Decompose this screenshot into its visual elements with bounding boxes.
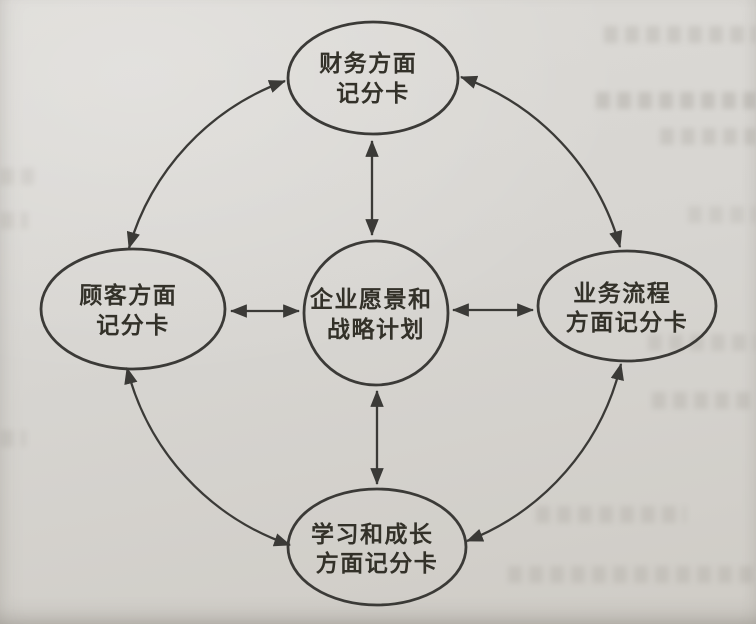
- node-business-process-line2: 方面记分卡: [566, 309, 689, 336]
- node-business-process-ellipse: [536, 249, 718, 363]
- node-financial-label: 财务方面 记分卡: [319, 50, 427, 107]
- node-vision-strategy-line2: 战略计划: [327, 316, 425, 343]
- arrow-learning-growth-customer: [124, 367, 291, 547]
- node-vision-strategy-label: 企业愿景和 战略计划: [309, 286, 442, 343]
- node-learning-growth-label: 学习和成长 方面记分卡: [311, 521, 443, 577]
- node-financial-ellipse: [286, 20, 460, 136]
- node-learning-growth-line2: 方面记分卡: [316, 550, 439, 577]
- node-business-process-label: 业务流程 方面记分卡: [566, 280, 689, 336]
- node-financial-line2: 记分卡: [336, 81, 410, 107]
- arrow-business-process-learning-growth: [466, 363, 624, 543]
- node-customer-ellipse: [39, 247, 227, 371]
- node-business-process: 业务流程 方面记分卡: [536, 249, 718, 363]
- node-customer-label: 顾客方面 记分卡: [79, 282, 187, 339]
- node-learning-growth: 学习和成长 方面记分卡: [286, 487, 468, 607]
- node-vision-strategy-circle: [302, 239, 450, 387]
- node-vision-strategy: 企业愿景和 战略计划: [302, 239, 450, 387]
- node-financial: 财务方面 记分卡: [286, 20, 460, 136]
- node-customer-line2: 记分卡: [96, 313, 170, 339]
- node-customer-line1: 顾客方面: [79, 282, 177, 309]
- node-financial-line1: 财务方面: [319, 50, 417, 77]
- node-learning-growth-ellipse: [286, 487, 468, 607]
- node-learning-growth-line1: 学习和成长: [311, 521, 434, 548]
- arrow-customer-financial: [126, 79, 286, 249]
- node-business-process-line1: 业务流程: [573, 280, 671, 307]
- node-vision-strategy-line1: 企业愿景和: [309, 286, 433, 313]
- arrow-financial-business-process: [460, 75, 623, 248]
- node-customer: 顾客方面 记分卡: [39, 247, 227, 371]
